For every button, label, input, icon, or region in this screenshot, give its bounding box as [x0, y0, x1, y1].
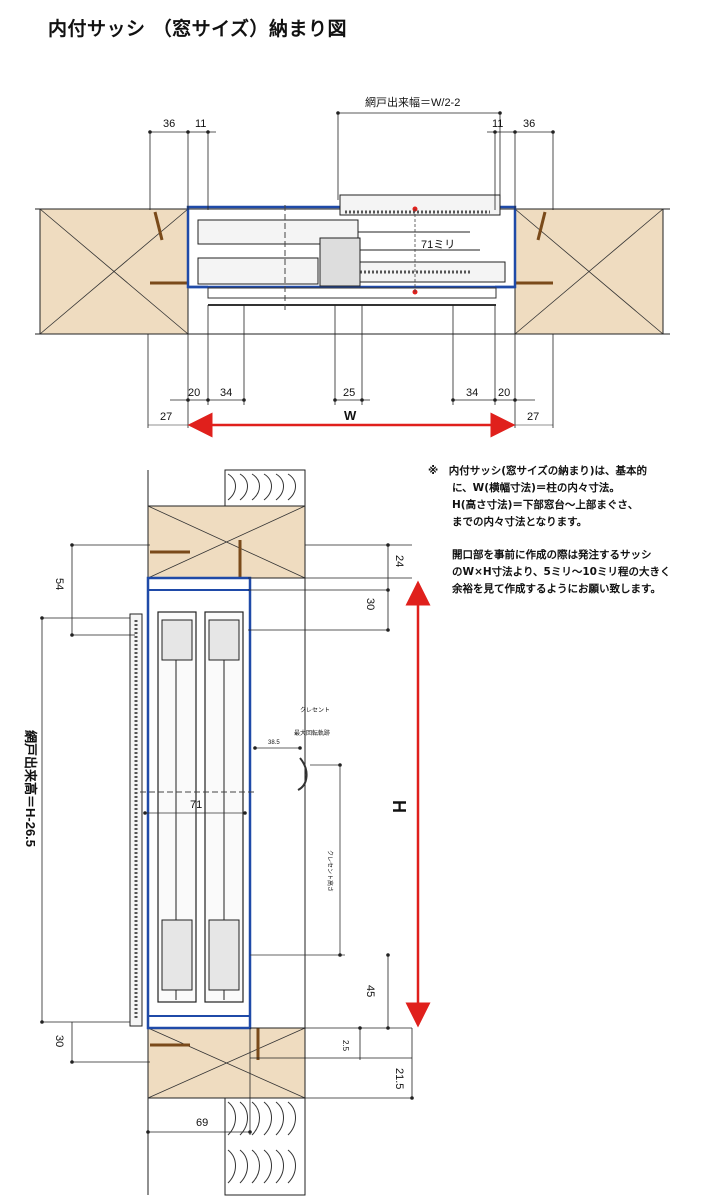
- width-label: W: [344, 408, 357, 423]
- crescent-label: クレセント: [300, 707, 330, 714]
- notes-block: ※ 内付サッシ(窓サイズの納まり)は、基本的 に、W(横幅寸法)＝柱の内々寸法。…: [428, 463, 698, 598]
- dim-30-bottom-left: 30: [53, 1035, 65, 1047]
- dim-27-right: 27: [527, 411, 539, 423]
- dim-24: 24: [393, 555, 405, 567]
- dim-45: 45: [364, 985, 376, 997]
- section-bottom-dimensions: [146, 1028, 252, 1135]
- dim-36-right: 36: [523, 118, 535, 130]
- dim-21-5: 21.5: [393, 1068, 405, 1089]
- note-line: 開口部を事前に作成の際は発注するサッシ: [452, 549, 652, 561]
- plan-frame: [186, 194, 517, 310]
- crescent-height-label: クレセント高さ: [326, 850, 334, 892]
- screen-height-label: 網戸出来高＝H-26.5: [23, 730, 38, 847]
- dim-11-left: 11: [195, 118, 206, 130]
- plan-top-dimensions: [148, 111, 555, 210]
- crescent-detail: [250, 746, 345, 957]
- dim-2-5: 2.5: [341, 1040, 350, 1052]
- dim-20-left: 20: [188, 387, 200, 399]
- dim-30-top-right: 30: [364, 598, 376, 610]
- dim-69: 69: [196, 1117, 208, 1129]
- dim-25: 25: [343, 387, 355, 399]
- note-line: H(高さ寸法)＝下部窓台～上部まぐさ、: [452, 499, 639, 511]
- crescent-track-label: 最大回転軌跡: [294, 729, 330, 737]
- page-title: 内付サッシ （窓サイズ）納まり図: [48, 18, 348, 40]
- section-frame: [129, 576, 255, 1030]
- insulation-bottom: [224, 1097, 306, 1196]
- section-right-dimensions: [248, 543, 431, 1100]
- note-line: のW×H寸法より、5ミリ～10ミリ程の大きく: [452, 566, 671, 578]
- dim-11-right: 11: [492, 118, 503, 130]
- plan-view: 71ミリ 網戸出来幅＝W/2-2 36 11 11 36: [35, 95, 670, 438]
- section-left-dimensions: [40, 543, 150, 1064]
- dim-34-right: 34: [466, 387, 478, 399]
- height-label: H: [389, 800, 409, 813]
- dim-54: 54: [53, 578, 65, 590]
- insulation-top: [224, 469, 306, 507]
- dim-71-inner: 71: [190, 799, 202, 811]
- left-post: [39, 208, 189, 335]
- note-line: ※ 内付サッシ(窓サイズの納まり)は、基本的: [428, 465, 647, 477]
- dim-20-right: 20: [498, 387, 510, 399]
- note-line: 余裕を見て作成するようにお願い致します。: [452, 583, 661, 595]
- dim-34-left: 34: [220, 387, 232, 399]
- sill-beam: [147, 1027, 306, 1099]
- plan-bottom-dimensions: [147, 305, 554, 438]
- dim-27-left: 27: [160, 411, 172, 423]
- header-beam: [147, 505, 306, 579]
- right-post: [514, 208, 664, 335]
- screen-width-label: 網戸出来幅＝W/2-2: [365, 95, 460, 109]
- dim-71-label: 71ミリ: [421, 239, 455, 251]
- note-line: までの内々寸法となります。: [452, 516, 588, 528]
- section-view: 71 クレセント 最大回転軌跡 38.5 クレセント高さ: [23, 469, 431, 1196]
- dim-36-left: 36: [163, 118, 175, 130]
- note-line: に、W(横幅寸法)＝柱の内々寸法。: [452, 482, 620, 494]
- dim-38-5: 38.5: [268, 740, 280, 746]
